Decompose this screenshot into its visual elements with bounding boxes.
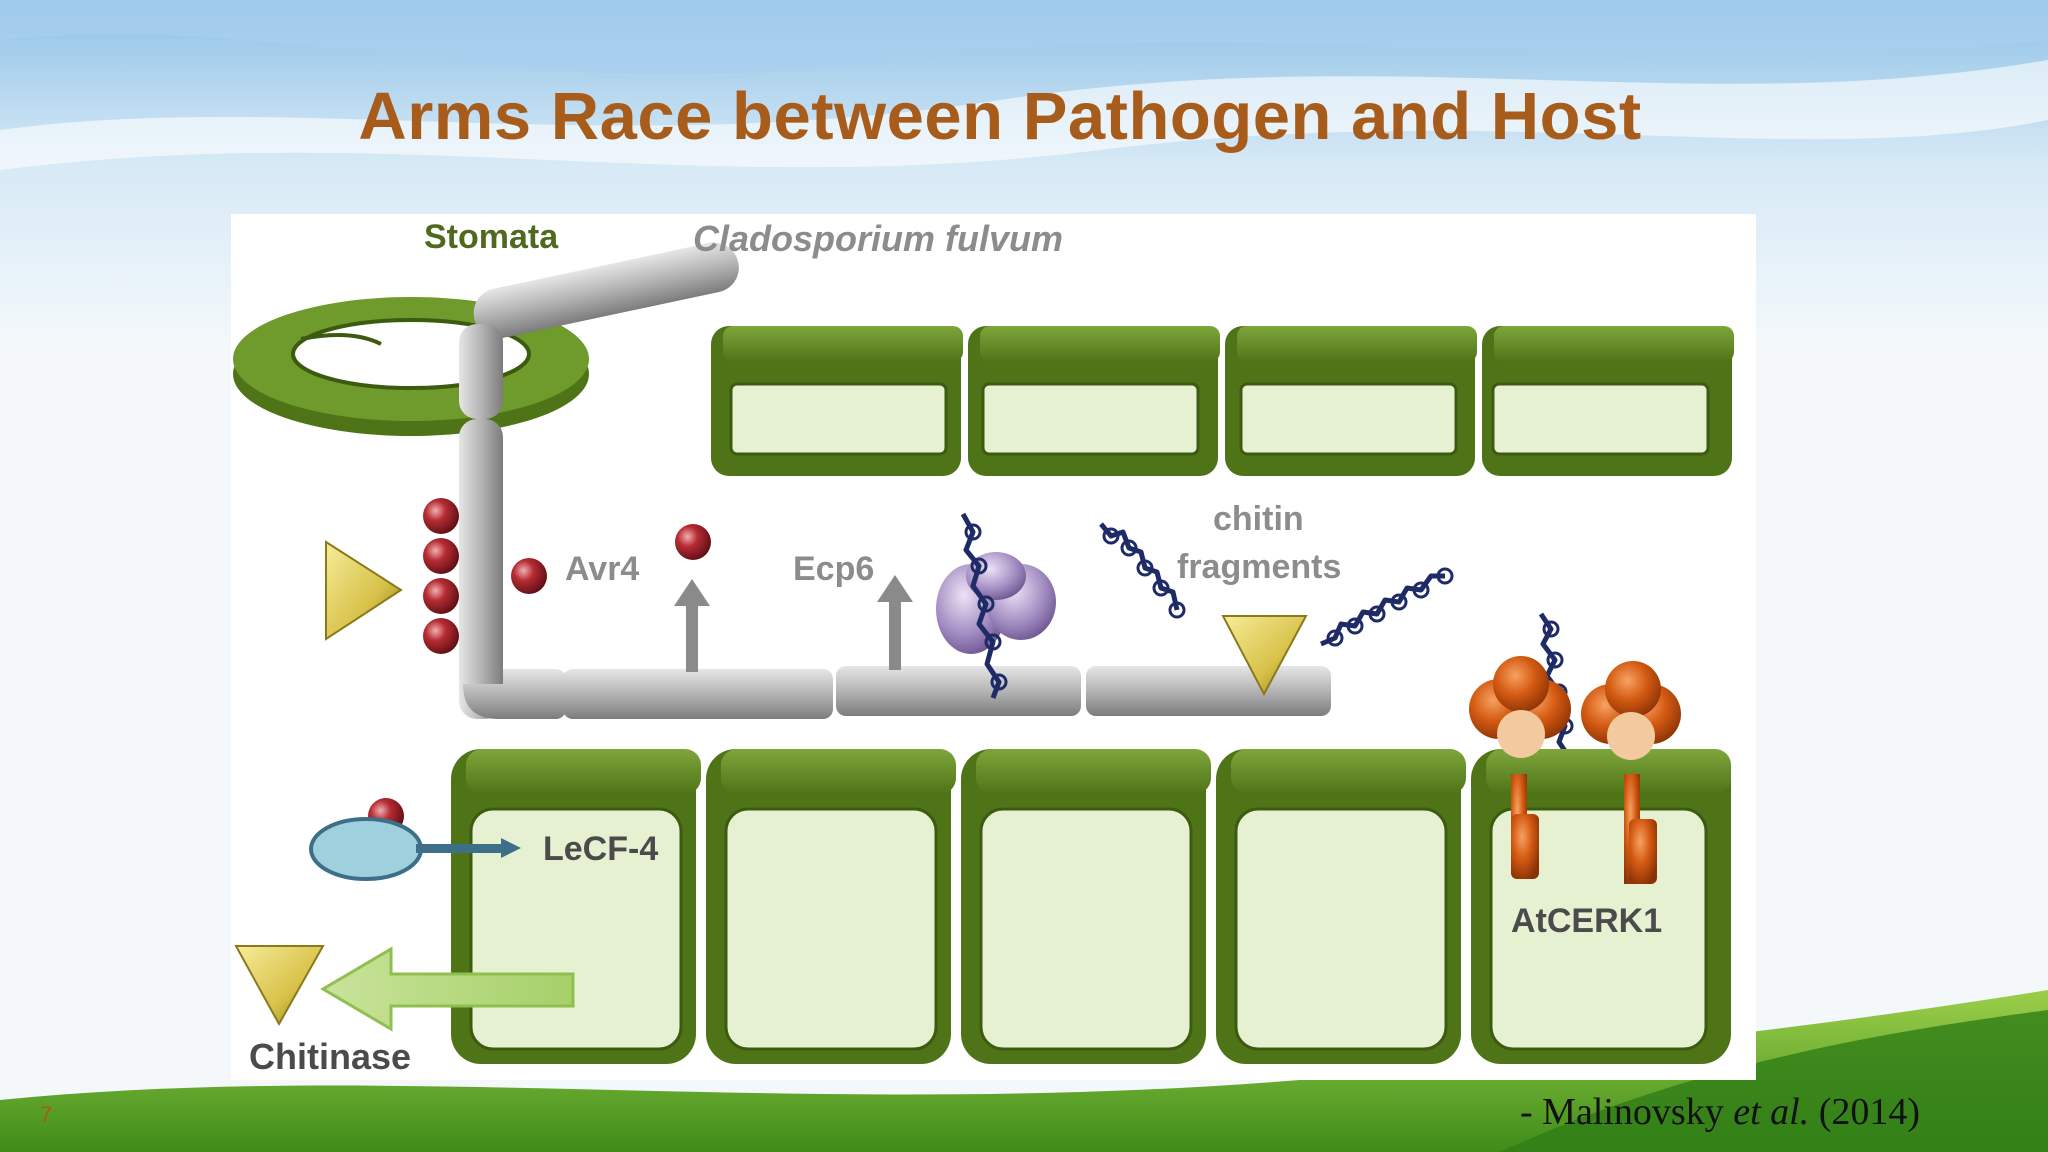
bottom-cell xyxy=(706,749,956,1064)
chitinase-arrow xyxy=(320,946,575,1032)
pathogen-label: Cladosporium fulvum xyxy=(693,218,1064,259)
fragments-label: fragments xyxy=(1177,548,1342,586)
lecf4-label: LeCF-4 xyxy=(543,830,659,868)
citation-year: (2014) xyxy=(1818,1091,1921,1133)
secretion-arrow xyxy=(877,575,913,670)
slide-number: 7 xyxy=(40,1102,53,1127)
bottom-cell xyxy=(451,749,701,1064)
top-cell xyxy=(968,326,1220,476)
pathogen-host-diagram: Stomata Cladosporium fulvum Avr4 Ecp6 ch… xyxy=(231,214,1756,1080)
top-cell xyxy=(711,326,963,476)
chitinase-triangle xyxy=(325,540,403,641)
lecf4-receptor xyxy=(309,817,521,881)
chitin-label: chitin xyxy=(1213,500,1304,538)
slide-title: Arms Race between Pathogen and Host xyxy=(358,79,1642,154)
atcerk1-receptor xyxy=(1469,656,1681,884)
secretion-arrow xyxy=(674,579,710,672)
citation-author: - Malinovsky xyxy=(1520,1091,1724,1133)
top-cell xyxy=(1482,326,1734,476)
top-cell xyxy=(1225,326,1477,476)
bottom-cell xyxy=(1216,749,1466,1064)
chitinase-label: Chitinase xyxy=(249,1036,412,1077)
top-cell-row xyxy=(711,326,1734,476)
chitinase-triangle xyxy=(234,945,325,1027)
stomata-label: Stomata xyxy=(424,218,559,256)
citation-etal: et al. xyxy=(1733,1091,1810,1133)
hypha xyxy=(459,242,1331,719)
citation: - Malinovsky et al. (2014) xyxy=(1520,1090,1920,1134)
bottom-cell xyxy=(961,749,1211,1064)
avr4-label: Avr4 xyxy=(565,550,640,588)
atcerk1-label: AtCERK1 xyxy=(1511,902,1663,940)
chitinase-triangle xyxy=(1221,615,1308,697)
ecp6-protein xyxy=(936,552,1056,654)
ecp6-label: Ecp6 xyxy=(793,550,875,588)
diagram-graphic xyxy=(233,242,1734,1064)
